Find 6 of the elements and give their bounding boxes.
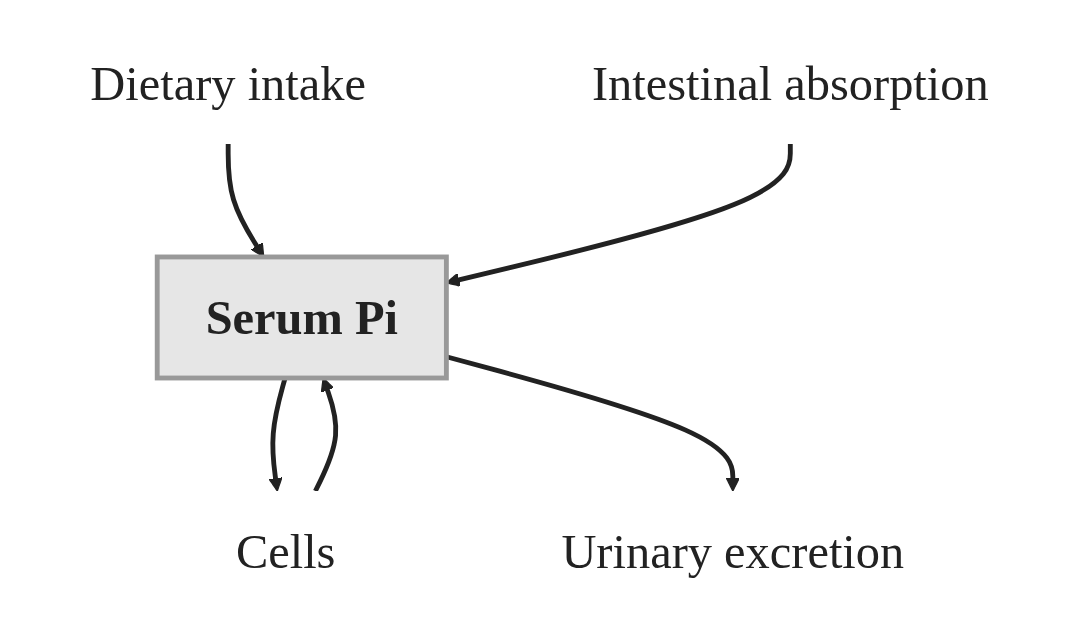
node-box: Serum Pi (155, 254, 450, 381)
node-text: Urinary excretion (561, 524, 905, 579)
node-text: Dietary intake (90, 56, 367, 111)
arrow (269, 377, 288, 492)
node-text: Cells (236, 524, 336, 579)
node-text: Intestinal absorption (592, 56, 990, 111)
